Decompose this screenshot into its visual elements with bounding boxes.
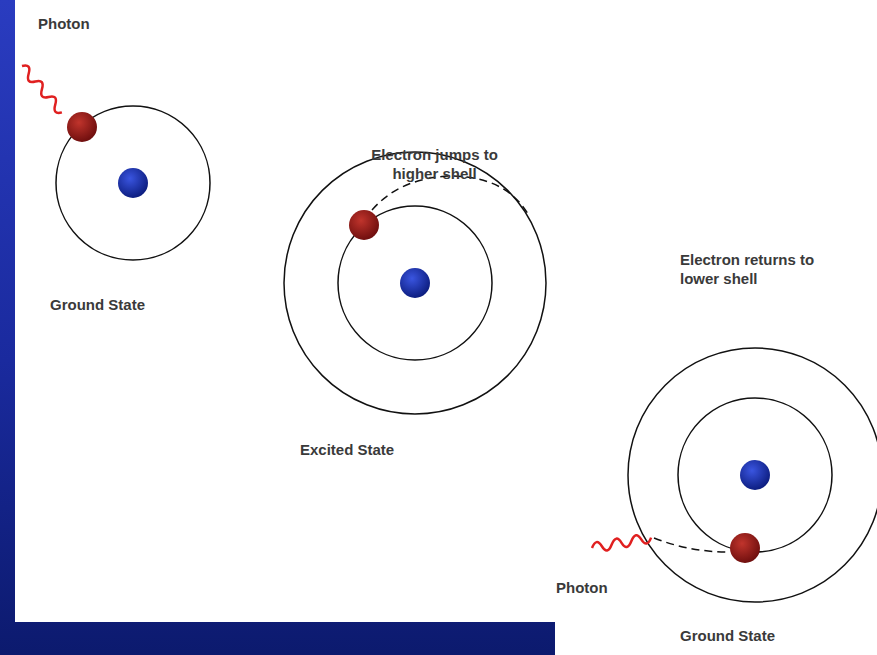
electron	[67, 112, 97, 142]
state-label: Ground State	[50, 295, 145, 314]
white-panel	[15, 0, 877, 622]
photon-wave	[591, 533, 652, 553]
electron	[730, 533, 760, 563]
ground-state-atom	[12, 63, 210, 260]
state-label: Ground State	[680, 626, 775, 645]
ground-state-atom	[591, 348, 877, 602]
excited-state-atom	[284, 152, 546, 414]
photon-wave	[12, 63, 71, 115]
state-label: Excited State	[300, 440, 394, 459]
jump-note: Electron jumps to higher shell	[367, 145, 502, 183]
photon-label: Photon	[556, 578, 608, 597]
return-path	[654, 538, 728, 552]
electron	[349, 210, 379, 240]
photon-label: Photon	[38, 14, 90, 33]
return-note: Electron returns to lower shell	[680, 250, 832, 288]
white-panel	[555, 600, 877, 655]
